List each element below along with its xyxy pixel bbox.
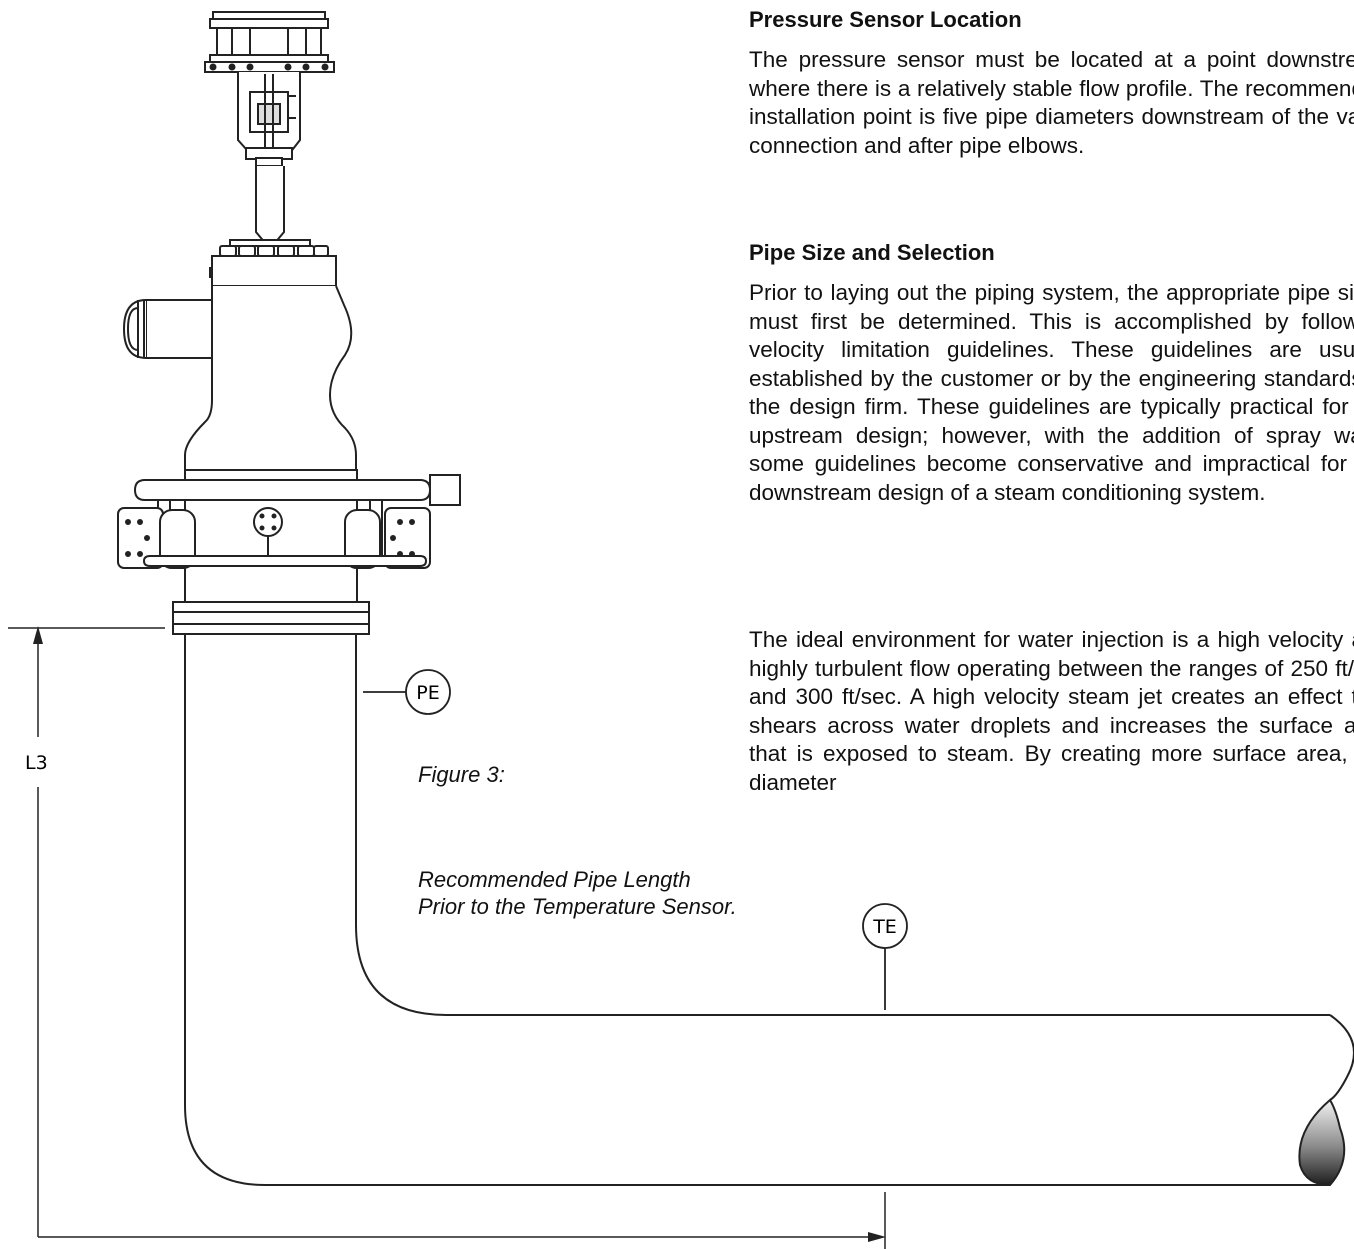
figure-caption-line-1: Recommended Pipe Length (418, 867, 691, 892)
dimension-label-l3: L3 (25, 752, 48, 774)
section-heading-pressure-sensor: Pressure Sensor Location (749, 7, 1022, 32)
temperature-sensor-tag: TE (872, 916, 897, 938)
pressure-sensor-tag: PE (416, 682, 439, 704)
pressure-sensor (363, 669, 451, 715)
dimension-arrow-up (33, 626, 43, 644)
pipe-cut-section (1298, 1098, 1346, 1187)
valve-body (122, 239, 357, 471)
dimension-l3 (8, 627, 886, 1249)
section-paragraph-water-injection: The ideal environment for water injectio… (749, 627, 1354, 795)
figure-caption-line-2: Prior to the Temperature Sensor. (418, 894, 737, 919)
section-paragraph-pressure-sensor: The pressure sensor must be located at a… (749, 47, 1354, 158)
valve-actuator (204, 11, 335, 278)
dimension-arrow-right (868, 1232, 886, 1242)
outlet-pipe (184, 634, 1354, 1186)
figure-label: Figure 3: (418, 762, 505, 787)
spray-manifold (117, 469, 461, 635)
temperature-sensor (862, 903, 908, 1010)
section-paragraph-pipe-size: Prior to laying out the piping system, t… (749, 280, 1354, 505)
section-heading-pipe-size: Pipe Size and Selection (749, 240, 995, 265)
